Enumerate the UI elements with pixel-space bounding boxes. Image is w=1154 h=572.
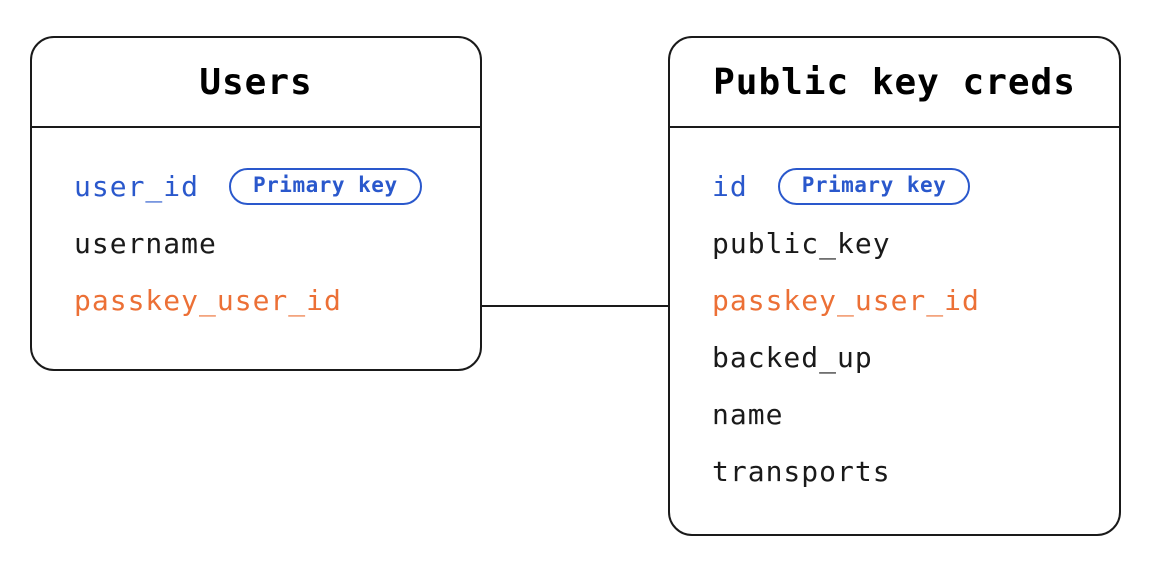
- field-name: passkey_user_id: [74, 284, 342, 317]
- field-row: id Primary key: [712, 158, 1109, 215]
- field-row: passkey_user_id: [74, 272, 470, 329]
- table-public-key-creds: Public key creds id Primary key public_k…: [668, 36, 1121, 536]
- field-name: passkey_user_id: [712, 284, 980, 317]
- table-users-body: user_id Primary key username passkey_use…: [32, 128, 480, 329]
- field-name: user_id: [74, 170, 200, 203]
- table-public-key-creds-body: id Primary key public_key passkey_user_i…: [670, 128, 1119, 500]
- field-row: backed_up: [712, 329, 1109, 386]
- field-name: name: [712, 398, 784, 431]
- field-name: id: [712, 170, 748, 203]
- field-name: username: [74, 227, 217, 260]
- field-row: passkey_user_id: [712, 272, 1109, 329]
- table-public-key-creds-header: Public key creds: [670, 38, 1119, 128]
- table-title: Public key creds: [713, 61, 1076, 103]
- field-row: name: [712, 386, 1109, 443]
- field-name: transports: [712, 455, 891, 488]
- primary-key-badge: Primary key: [229, 167, 422, 206]
- field-row: user_id Primary key: [74, 158, 470, 215]
- primary-key-badge: Primary key: [777, 167, 971, 206]
- table-users: Users user_id Primary key username passk…: [30, 36, 482, 371]
- field-name: public_key: [712, 227, 891, 260]
- field-row: username: [74, 215, 470, 272]
- field-row: transports: [712, 443, 1109, 500]
- field-row: public_key: [712, 215, 1109, 272]
- field-name: backed_up: [712, 341, 873, 374]
- table-title: Users: [199, 61, 313, 103]
- table-users-header: Users: [32, 38, 480, 128]
- relationship-line: [482, 305, 668, 307]
